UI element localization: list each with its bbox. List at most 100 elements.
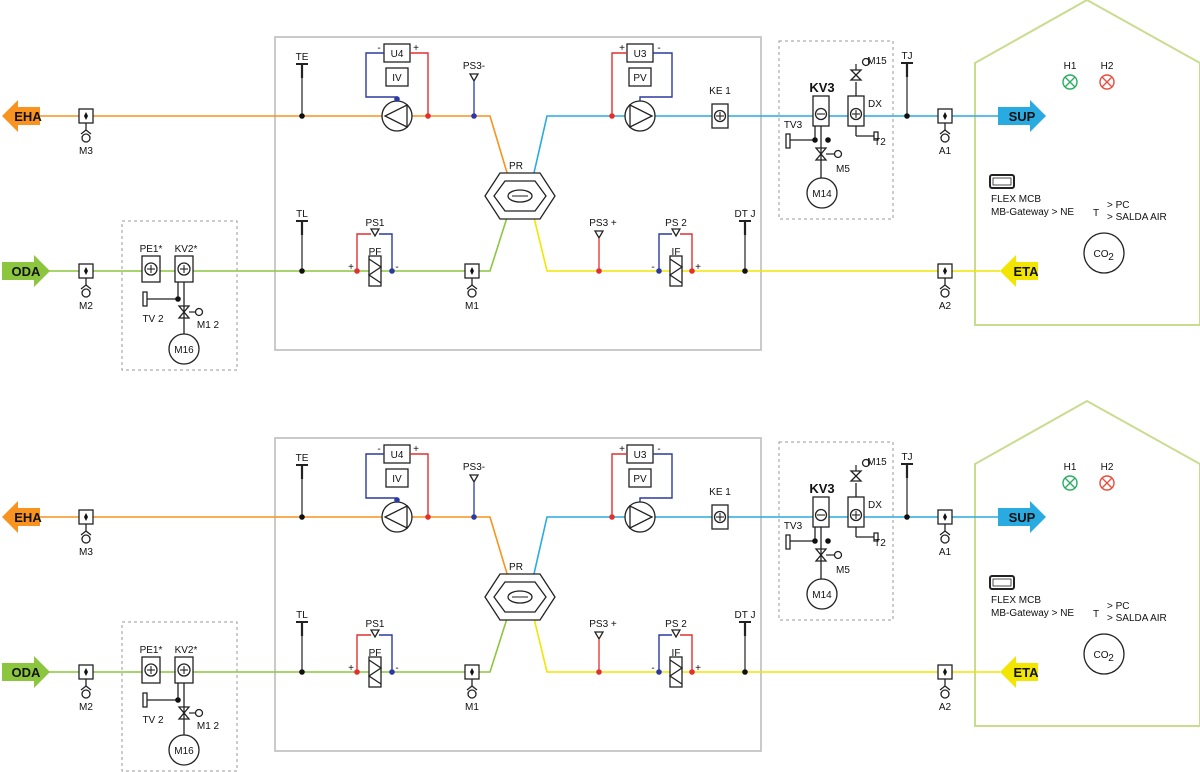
heater-ke1-label: KE 1 [709, 487, 731, 498]
damper-m1-stem [471, 685, 478, 691]
coil-dx-label: DX [868, 99, 882, 110]
ps2-positive-wire [680, 634, 693, 672]
tv3-tap [812, 137, 818, 143]
tv3-sensor-icon [785, 133, 815, 149]
coil-t2-label: T2 [874, 538, 886, 549]
fan-pv-box [628, 67, 652, 87]
preheater-kv2-label: KV2* [175, 244, 198, 255]
damper-m1-actuator-icon [467, 288, 477, 298]
damper-a1-label: A1 [939, 146, 952, 157]
valve-m15-icon [849, 69, 863, 81]
damper-a1-actuator-icon [940, 534, 950, 544]
port-eha-label: EHA [14, 510, 42, 525]
coil-dx-label: DX [868, 500, 882, 511]
damper-m1-label: M1 [465, 702, 479, 713]
port-sup-label: SUP [1009, 510, 1036, 525]
port-sup-label: SUP [1009, 109, 1036, 124]
recuperator-rotor-icon [507, 189, 533, 203]
ps1-neg-tap [389, 669, 395, 675]
kv3-branch [825, 137, 831, 143]
damper-m3-stem [80, 530, 87, 536]
sensor-ps3-plus-label: PS3 + [589, 619, 617, 630]
damper-a1-stem [944, 530, 951, 536]
port-oda-label: ODA [12, 264, 42, 279]
pump-m14-label: M14 [812, 590, 832, 601]
valve-m15-icon [849, 470, 863, 482]
valve-m15-actuator-icon [861, 458, 871, 468]
damper-a2-stem [944, 685, 951, 691]
coil-tv3-label: TV3 [784, 521, 803, 532]
damper-m2-actuator-icon [81, 689, 91, 699]
damper-m2-blade-icon [84, 267, 88, 275]
fan-pv-pos-tap [609, 514, 615, 520]
filter-if-label: IF [672, 648, 681, 659]
extract-air-line [530, 605, 1000, 673]
damper-m1-label: M1 [465, 301, 479, 312]
coil-tv3-label: TV3 [784, 120, 803, 131]
u3-negative-wire [639, 52, 673, 101]
damper-m2-stem [85, 685, 92, 691]
converter-u4-label: U4 [391, 49, 404, 60]
co2-sensor-icon [1083, 232, 1125, 274]
sensor-tj-label: TJ [901, 51, 912, 62]
damper-m3-stem [85, 530, 92, 536]
filter-if-label: IF [672, 247, 681, 258]
damper-m1-stem [466, 685, 473, 691]
damper-m1-stem [466, 284, 473, 290]
port-sup-arrow-icon [998, 100, 1046, 132]
sensor-ps3-minus-tap [471, 113, 477, 119]
preheater-tv2-label: TV 2 [142, 314, 164, 325]
damper-a2-label: A2 [939, 301, 952, 312]
pf-plus-mark: + [348, 663, 354, 674]
flex-mcb-label: FLEX MCB [991, 595, 1041, 606]
u3-plus-mark: + [619, 444, 625, 455]
fan-pv-fan-icon [624, 100, 656, 132]
sensor-dtj-tap [742, 669, 748, 675]
fan-iv-label: IV [392, 73, 402, 84]
pump-m14-icon [806, 578, 838, 610]
u3-positive-wire [611, 52, 627, 116]
sensor-te-label: TE [296, 52, 309, 63]
indicator-h1-label: H1 [1064, 61, 1077, 72]
sensor-tj-tap [904, 514, 910, 520]
filter-pf-label: PF [369, 247, 382, 258]
pump-m16-label: M16 [174, 345, 194, 356]
filter-pf-label: PF [369, 648, 382, 659]
if-plus-mark: + [695, 663, 701, 674]
sensor-dtj-label: DT J [735, 209, 756, 220]
damper-m3-actuator-icon [81, 133, 91, 143]
ps2-label: PS 2 [665, 218, 687, 229]
thermostat-t-label: T [1093, 609, 1099, 620]
kv3-branch [825, 538, 831, 544]
damper-m2-actuator-icon [81, 288, 91, 298]
tv2-tap [175, 296, 181, 302]
sensor-tj-tap [904, 113, 910, 119]
sensor-ps3-plus-sensor-icon [593, 230, 605, 240]
coil-kv3-label: KV3 [809, 80, 834, 95]
valve-m5-actuator-icon [833, 149, 843, 159]
coil-box [778, 441, 894, 621]
sensor-ps3-minus-tap [471, 514, 477, 520]
u4-positive-wire [410, 52, 429, 116]
pc-label: > PC [1107, 200, 1130, 211]
co2-subscript: 2 [1108, 252, 1114, 263]
ps2-neg-tap [656, 268, 662, 274]
sensor-te-label: TE [296, 453, 309, 464]
indicator-h2-icon [1099, 74, 1115, 90]
tv2-sensor-icon [142, 692, 178, 708]
valve-m15-label: M15 [867, 457, 887, 468]
sensor-ps3-minus-sensor-icon [468, 474, 480, 484]
sensor-tl-tap [299, 268, 305, 274]
fan-iv-neg-tap [394, 96, 400, 102]
converter-u3-label: U3 [634, 49, 647, 60]
indicator-h1-cross [1064, 477, 1076, 489]
fan-iv-box [385, 67, 409, 87]
preheater-m12-label: M1 2 [197, 721, 220, 732]
filter-pf-media-icon [367, 258, 383, 284]
port-oda-arrow-icon [2, 255, 50, 287]
indicator-h2-label: H2 [1101, 462, 1114, 473]
fan-iv-label: IV [392, 474, 402, 485]
